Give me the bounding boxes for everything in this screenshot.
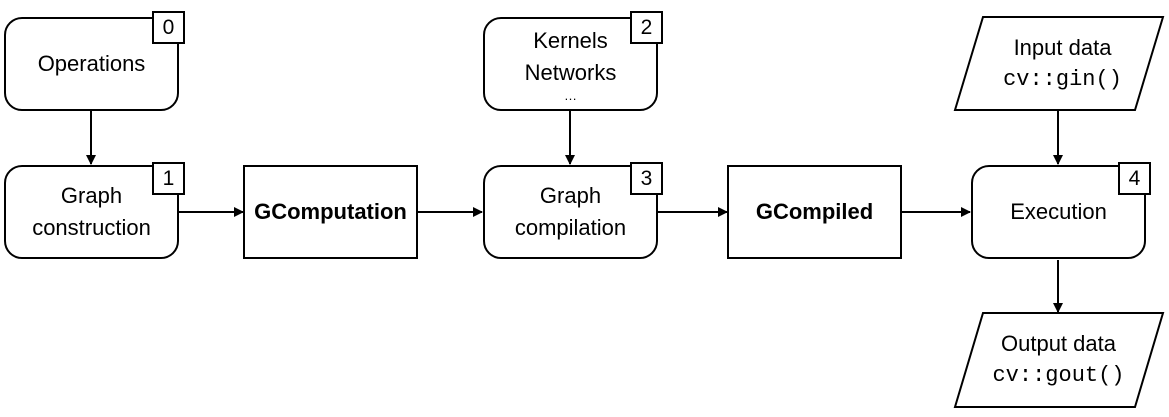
- graph-compilation-line-1: Graph: [539, 183, 602, 208]
- input-data-text: Input data cv::gin(): [975, 32, 1150, 96]
- input-data-code: cv::gin(): [1003, 67, 1122, 92]
- graph-compilation-node: Graph compilation: [483, 165, 658, 259]
- operations-node: Operations: [4, 17, 179, 111]
- operations-badge: 0: [152, 11, 185, 44]
- output-data-text: Output data cv::gout(): [971, 328, 1146, 392]
- input-data-title: Input data: [1013, 35, 1112, 60]
- graph-construction-node: Graph construction: [4, 165, 179, 259]
- output-data-shape: [953, 312, 1165, 408]
- graph-construction-line-1: Graph: [60, 183, 123, 208]
- kernels-node: Kernels Networks …: [483, 17, 658, 111]
- gcomputation-node: GComputation: [243, 165, 418, 259]
- operations-label: Operations: [37, 51, 146, 76]
- input-data-shape: [953, 16, 1165, 111]
- execution-label: Execution: [1010, 199, 1107, 224]
- kernels-line-2: Networks: [524, 60, 617, 85]
- output-data-code: cv::gout(): [992, 363, 1125, 388]
- execution-node: Execution: [971, 165, 1146, 259]
- graph-compilation-line-2: compilation: [514, 215, 627, 240]
- gcomputation-label: GComputation: [254, 199, 407, 224]
- graph-compilation-badge: 3: [630, 162, 663, 195]
- gcompiled-node: GCompiled: [727, 165, 902, 259]
- kernels-line-1: Kernels: [533, 28, 608, 53]
- graph-construction-badge: 1: [152, 162, 185, 195]
- execution-badge: 4: [1118, 162, 1151, 195]
- kernels-ellipsis: …: [564, 88, 577, 103]
- gcompiled-label: GCompiled: [755, 199, 874, 224]
- kernels-badge: 2: [630, 11, 663, 44]
- graph-construction-line-2: construction: [32, 215, 151, 240]
- output-data-title: Output data: [1001, 331, 1116, 356]
